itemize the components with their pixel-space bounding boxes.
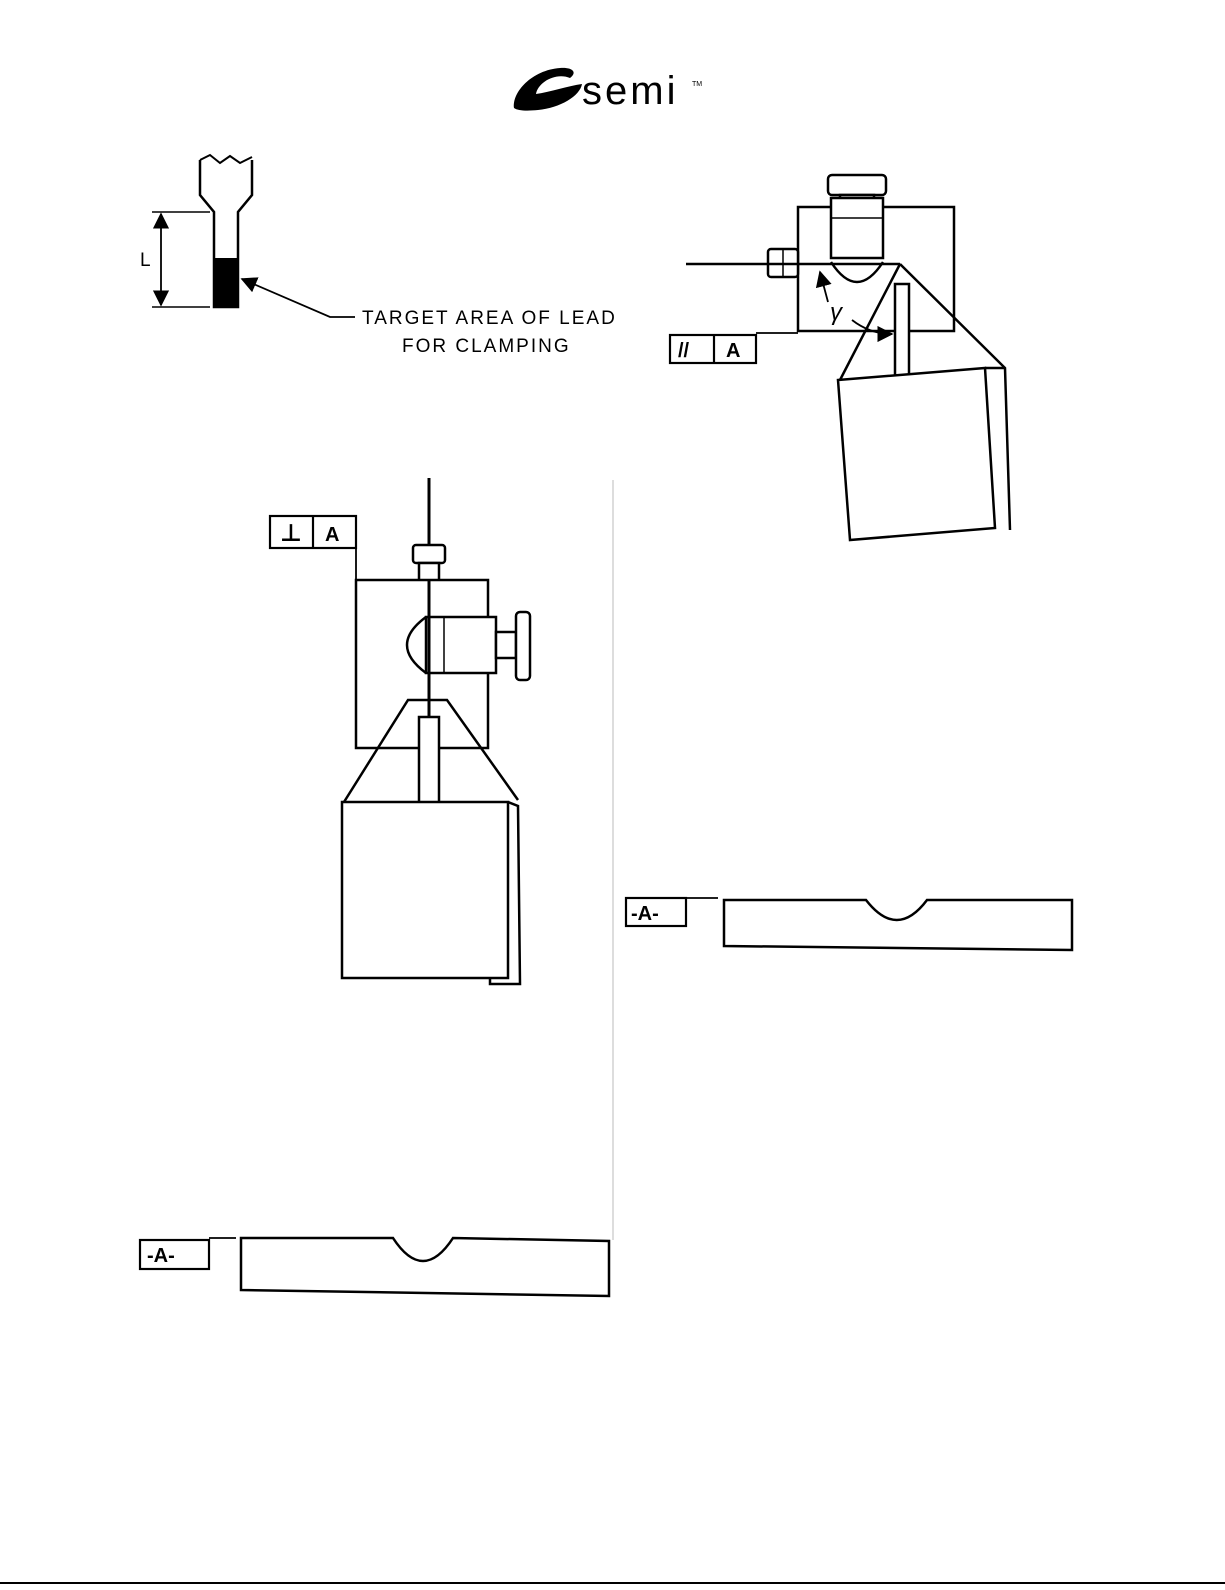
angle-gamma-label: γ <box>830 299 844 326</box>
side-knob-stem <box>496 632 516 658</box>
callout-line-1: TARGET AREA OF LEAD <box>362 308 617 329</box>
semi-logo-text: semi <box>582 69 678 113</box>
perpendicularity-datum: A <box>325 524 339 546</box>
parallelism-symbol: // <box>678 340 690 362</box>
dimension-L-label: L <box>140 250 153 271</box>
top-screw-stem <box>419 563 439 581</box>
weight-block-vertical <box>342 802 508 978</box>
weight-block <box>838 368 995 540</box>
semi-logo-mark-icon <box>514 68 582 111</box>
datum-base-right <box>626 898 1072 950</box>
lead-break-line <box>200 155 252 163</box>
datum-right-label: -A- <box>631 903 659 925</box>
hook-stem <box>895 284 909 379</box>
semi-logo-trademark: TM <box>692 81 702 88</box>
target-leader-line <box>242 279 355 317</box>
lead-target-area <box>214 258 238 307</box>
parallelism-frame: // A <box>670 335 756 363</box>
plunger-vertical <box>426 617 496 673</box>
plunger <box>831 198 883 258</box>
semi-logo: semi TM <box>514 68 702 113</box>
datum-base-left <box>140 1238 609 1296</box>
side-knob <box>516 612 530 680</box>
vertical-fixture <box>342 478 530 984</box>
perpendicularity-symbol: ⊥ <box>280 520 302 547</box>
callout-line-2: FOR CLAMPING <box>402 336 571 357</box>
lead-detail <box>152 155 355 317</box>
datum-left-label: -A- <box>147 1245 175 1267</box>
parallelism-datum: A <box>726 340 740 362</box>
perpendicularity-frame: ⊥ A <box>270 516 356 548</box>
hook-stem-vertical <box>419 717 439 803</box>
top-screw <box>413 545 445 563</box>
top-knob <box>828 175 886 195</box>
